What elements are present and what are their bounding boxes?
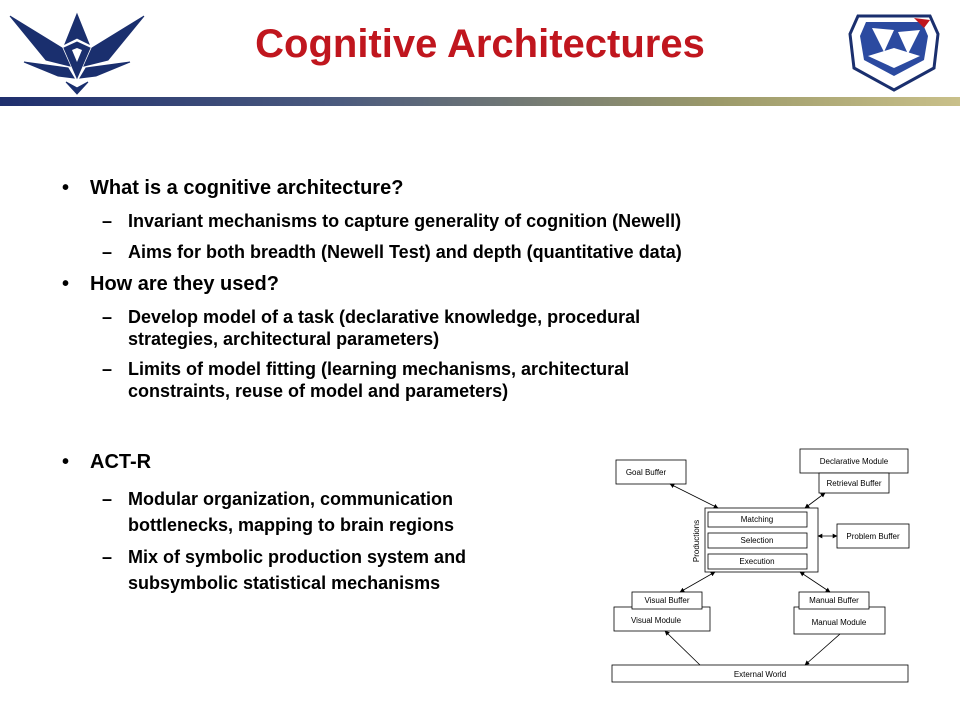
goal-buffer-box bbox=[615, 459, 687, 485]
manual-module-box bbox=[793, 606, 886, 635]
visual-buffer-box bbox=[631, 591, 703, 610]
declarative-module-box bbox=[799, 448, 909, 474]
selection-label: Selection bbox=[741, 536, 774, 545]
subbullet-line: constraints, reuse of model and paramete… bbox=[128, 381, 509, 401]
matching-box bbox=[707, 511, 808, 528]
subbullet-modular: – Modular organization, communication bo… bbox=[62, 486, 922, 538]
subbullet-line: subsymbolic statistical mechanisms bbox=[128, 573, 441, 593]
selection-box bbox=[707, 532, 808, 549]
manual-buffer-box bbox=[798, 591, 870, 610]
dash: – bbox=[102, 547, 113, 567]
afosr-seal-icon bbox=[848, 14, 940, 92]
arrow-visual-productions bbox=[679, 571, 716, 593]
bullet-text: How are they used? bbox=[90, 273, 279, 295]
bullet-how-used: • How are they used? bbox=[62, 272, 922, 296]
dash: – bbox=[102, 489, 113, 509]
manual-module-label: Manual Module bbox=[812, 618, 867, 627]
slide-body: • What is a cognitive architecture? – In… bbox=[62, 176, 922, 596]
bullet-dot: • bbox=[62, 273, 70, 295]
arrow-goal-productions bbox=[669, 483, 719, 509]
dash: – bbox=[102, 359, 113, 379]
dash: – bbox=[102, 242, 113, 262]
slide-title: Cognitive Architectures bbox=[255, 22, 705, 66]
productions-label: Productions bbox=[692, 520, 701, 562]
subbullet-line: Mix of symbolic production system and bbox=[128, 547, 467, 567]
problem-buffer-box bbox=[836, 523, 910, 549]
bullet-what-is: • What is a cognitive architecture? bbox=[62, 176, 922, 200]
bullet-dot: • bbox=[62, 451, 70, 473]
matching-label: Matching bbox=[741, 515, 773, 524]
retrieval-buffer-label: Retrieval Buffer bbox=[827, 479, 882, 488]
air-force-wings-icon bbox=[9, 12, 145, 95]
subbullet-text: Invariant mechanisms to capture generali… bbox=[128, 211, 682, 231]
subbullet-line: Limits of model fitting (learning mechan… bbox=[128, 359, 630, 379]
dash: – bbox=[102, 307, 113, 327]
arrow-manual-productions bbox=[799, 571, 831, 593]
subbullet-invariant: – Invariant mechanisms to capture genera… bbox=[62, 210, 922, 232]
subbullet-line: Develop model of a task (declarative kno… bbox=[128, 307, 641, 327]
subbullet-line: Modular organization, communication bbox=[128, 489, 454, 509]
visual-buffer-label: Visual Buffer bbox=[644, 596, 689, 605]
execution-label: Execution bbox=[739, 557, 774, 566]
manual-buffer-label: Manual Buffer bbox=[809, 596, 859, 605]
subbullet-line: strategies, architectural parameters) bbox=[128, 329, 440, 349]
goal-buffer-label: Goal Buffer bbox=[626, 468, 667, 477]
external-world-label: External World bbox=[734, 670, 786, 679]
subbullet-develop-model: – Develop model of a task (declarative k… bbox=[62, 306, 922, 350]
subbullet-symbolic: – Mix of symbolic production system and … bbox=[62, 544, 922, 596]
visual-module-label: Visual Module bbox=[631, 616, 682, 625]
subbullet-text: Aims for both breadth (Newell Test) and … bbox=[128, 242, 682, 262]
bullet-text: ACT-R bbox=[90, 451, 152, 473]
visual-module-box bbox=[613, 606, 711, 632]
declarative-module-label: Declarative Module bbox=[820, 457, 889, 466]
dash: – bbox=[102, 211, 113, 231]
subbullet-limits: – Limits of model fitting (learning mech… bbox=[62, 358, 922, 402]
retrieval-buffer-box bbox=[818, 472, 890, 494]
arrow-manual-world bbox=[804, 633, 841, 666]
external-world-box bbox=[611, 664, 909, 683]
subbullet-aims: – Aims for both breadth (Newell Test) an… bbox=[62, 241, 922, 263]
bullet-text: What is a cognitive architecture? bbox=[90, 177, 404, 199]
arrow-world-visual bbox=[664, 630, 701, 666]
execution-box bbox=[707, 553, 808, 570]
problem-buffer-label: Problem Buffer bbox=[846, 532, 900, 541]
bullet-act-r: • ACT-R bbox=[62, 450, 922, 474]
title-divider bbox=[0, 97, 960, 106]
act-r-diagram: Goal Buffer Declarative Module Retrieval… bbox=[611, 448, 910, 683]
arrow-retrieval-productions bbox=[804, 492, 826, 509]
subbullet-line: bottlenecks, mapping to brain regions bbox=[128, 515, 455, 535]
bullet-dot: • bbox=[62, 177, 70, 199]
